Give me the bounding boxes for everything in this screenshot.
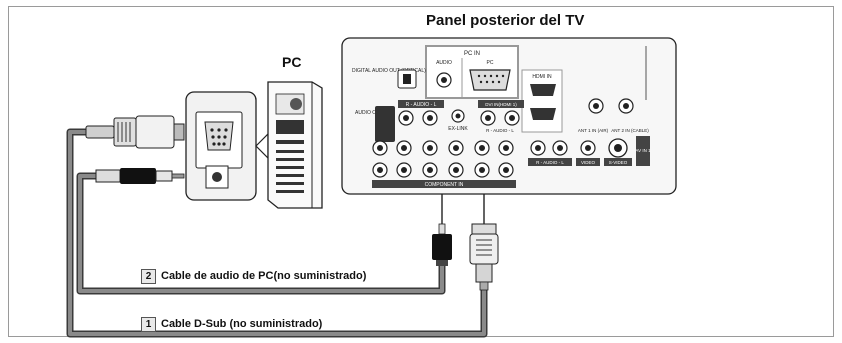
s-video-label: S-VIDEO bbox=[609, 160, 628, 165]
av-in-label: AV IN 1 bbox=[635, 148, 651, 153]
tv-rear-panel: PC IN AUDIO PC DIGITAL AUDIO OUT (OPTICA… bbox=[341, 37, 677, 195]
dvi-in-label: DVI IN(HDMI 1) bbox=[485, 102, 517, 107]
pc-title: PC bbox=[282, 54, 302, 70]
audio-cable-label: 2 Cable de audio de PC(no suministrado) bbox=[141, 268, 366, 284]
audio-cable-text: Cable de audio de PC(no suministrado) bbox=[161, 270, 367, 282]
pc-label: PC bbox=[487, 60, 494, 66]
tv-panel-title: Panel posterior del TV bbox=[426, 12, 585, 29]
audio-out-label: AUDIO OUT bbox=[355, 110, 383, 116]
dsub-cable-number: 1 bbox=[141, 316, 156, 332]
component-in-label: COMPONENT IN bbox=[425, 182, 464, 188]
video-label: VIDEO bbox=[581, 160, 596, 165]
digital-audio-out-label: DIGITAL AUDIO OUT (OPTICAL) bbox=[352, 68, 426, 74]
audio-plug-tv bbox=[432, 223, 452, 266]
dsub-cable bbox=[66, 128, 488, 338]
dsub-plug-tv bbox=[469, 223, 499, 291]
ex-link-label: EX-LINK bbox=[448, 126, 468, 132]
av-audio-label: R - AUDIO - L bbox=[536, 160, 564, 165]
audio-label: AUDIO bbox=[436, 60, 452, 66]
hdmi-in-label: HDMI IN bbox=[532, 74, 552, 80]
audio-rl-label-1: R - AUDIO - L bbox=[406, 102, 437, 108]
audio-plug-pc bbox=[95, 168, 185, 184]
pc-tower-icon bbox=[267, 81, 323, 209]
pc-in-label: PC IN bbox=[464, 51, 480, 57]
audio-rl-label-2: R - AUDIO - L bbox=[486, 128, 514, 133]
audio-cable-number: 2 bbox=[141, 268, 156, 284]
dsub-plug-pc bbox=[85, 115, 185, 149]
component-jacks bbox=[372, 140, 514, 178]
dsub-cable-label: 1 Cable D-Sub (no suministrado) bbox=[141, 316, 322, 332]
ant1-label: ANT 1 IN (AIR) bbox=[578, 128, 609, 133]
pointer-arrow-icon bbox=[255, 132, 269, 160]
dsub-cable-text: Cable D-Sub (no suministrado) bbox=[161, 318, 323, 330]
ant2-label: ANT 2 IN (CABLE) bbox=[611, 128, 649, 133]
pc-port-panel bbox=[185, 91, 257, 201]
audio-cable bbox=[76, 172, 446, 295]
